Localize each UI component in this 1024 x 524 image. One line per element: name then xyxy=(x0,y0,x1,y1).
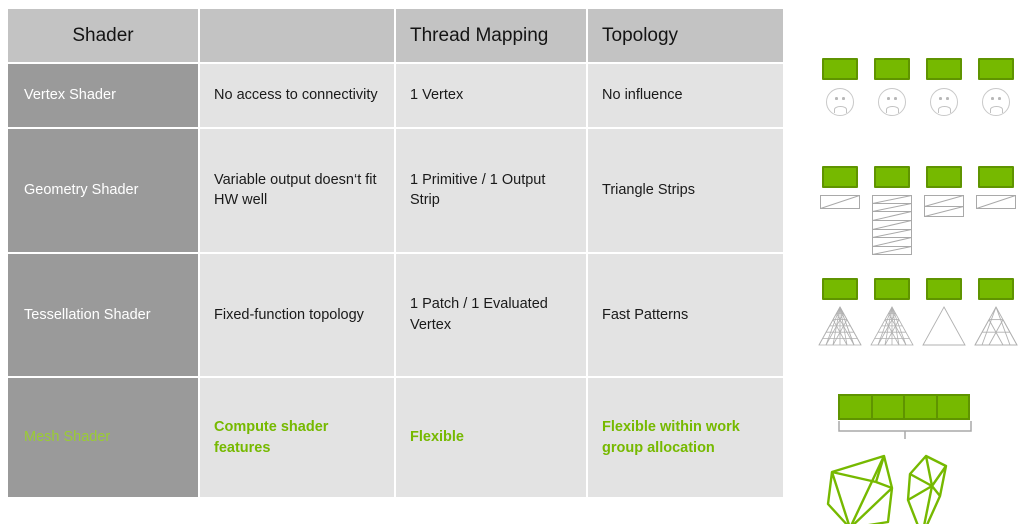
column-header-shader: Shader xyxy=(8,9,200,64)
work-group-segment xyxy=(873,396,905,418)
work-group-segment xyxy=(840,396,873,418)
row-name-vertex-shader: Vertex Shader xyxy=(8,64,200,130)
thread-block-icon xyxy=(874,166,910,188)
sad-face-icon xyxy=(878,88,906,116)
row-name-tessellation-shader: Tessellation Shader xyxy=(8,253,200,379)
thread-block-icon xyxy=(926,58,962,80)
thread-lane xyxy=(866,166,918,255)
cell-limitation-tessellation-shader: Fixed-function topology xyxy=(200,253,396,379)
shader-comparison-table: Shader Thread Mapping Topology xyxy=(8,9,783,497)
mesh-shader-diagram xyxy=(790,388,1024,524)
row-name-mesh-shader: Mesh Shader xyxy=(8,378,200,497)
thread-block-icon xyxy=(978,278,1014,300)
thread-block-icon xyxy=(874,58,910,80)
thread-lane xyxy=(970,58,1022,116)
thread-lane xyxy=(814,166,866,209)
cell-limitation-vertex-shader: No access to connectivity xyxy=(200,64,396,130)
thread-lane xyxy=(970,278,1022,346)
cell-thread-mapping-vertex-shader: 1 Vertex xyxy=(396,64,588,130)
table-header-row: Shader Thread Mapping Topology xyxy=(8,9,783,64)
column-header-limitation xyxy=(200,9,396,64)
thread-lane xyxy=(814,278,866,346)
triangle-strip-icon xyxy=(924,195,964,217)
work-group-bar-icon xyxy=(838,394,970,420)
meshlet-icons xyxy=(826,454,948,524)
thread-lane xyxy=(866,58,918,116)
triangle-strip-icon xyxy=(820,195,860,209)
tessellation-shader-diagram xyxy=(790,278,1024,388)
thread-block-icon xyxy=(926,166,962,188)
pipeline-illustration xyxy=(790,0,1024,524)
tessellated-triangle-icon xyxy=(870,306,914,346)
thread-lane xyxy=(866,278,918,346)
table-row: Vertex Shader No access to connectivity … xyxy=(8,64,783,130)
table-row: Geometry Shader Variable output doesn‘t … xyxy=(8,129,783,254)
table-row: Mesh Shader Compute shader features Flex… xyxy=(8,378,783,497)
thread-lane xyxy=(918,58,970,116)
triangle-strip-icon xyxy=(976,195,1016,209)
thread-block-icon xyxy=(822,278,858,300)
column-header-thread-mapping: Thread Mapping xyxy=(396,9,588,64)
cell-thread-mapping-geometry-shader: 1 Primitive / 1 Output Strip xyxy=(396,129,588,254)
work-group-segment xyxy=(938,396,969,418)
geometry-shader-diagram xyxy=(790,166,1024,280)
thread-block-icon xyxy=(926,278,962,300)
cell-thread-mapping-mesh-shader: Flexible xyxy=(396,378,588,497)
thread-block-icon xyxy=(822,58,858,80)
row-name-geometry-shader: Geometry Shader xyxy=(8,129,200,254)
thread-block-icon xyxy=(874,278,910,300)
work-group-segment xyxy=(905,396,938,418)
cell-topology-tessellation-shader: Fast Patterns xyxy=(588,253,783,379)
cell-limitation-mesh-shader: Compute shader features xyxy=(200,378,396,497)
cell-topology-vertex-shader: No influence xyxy=(588,64,783,130)
thread-lane xyxy=(918,166,970,217)
thread-block-icon xyxy=(978,166,1014,188)
table-row: Tessellation Shader Fixed-function topol… xyxy=(8,253,783,379)
vertex-shader-diagram xyxy=(790,58,1024,170)
column-header-topology: Topology xyxy=(588,9,783,64)
cell-limitation-geometry-shader: Variable output doesn‘t fit HW well xyxy=(200,129,396,254)
thread-lane xyxy=(814,58,866,116)
triangle-strip-icon xyxy=(872,195,912,255)
thread-block-icon xyxy=(822,166,858,188)
cell-topology-geometry-shader: Triangle Strips xyxy=(588,129,783,254)
sad-face-icon xyxy=(930,88,958,116)
thread-lane xyxy=(918,278,970,346)
thread-block-icon xyxy=(978,58,1014,80)
cell-thread-mapping-tessellation-shader: 1 Patch / 1 Evaluated Vertex xyxy=(396,253,588,379)
sad-face-icon xyxy=(982,88,1010,116)
tessellated-triangle-icon xyxy=(818,306,862,346)
thread-lane xyxy=(970,166,1022,209)
bracket-icon xyxy=(838,421,972,439)
cell-topology-mesh-shader: Flexible within work group allocation xyxy=(588,378,783,497)
tessellated-triangle-icon xyxy=(974,306,1018,346)
tessellated-triangle-icon xyxy=(922,306,966,346)
sad-face-icon xyxy=(826,88,854,116)
